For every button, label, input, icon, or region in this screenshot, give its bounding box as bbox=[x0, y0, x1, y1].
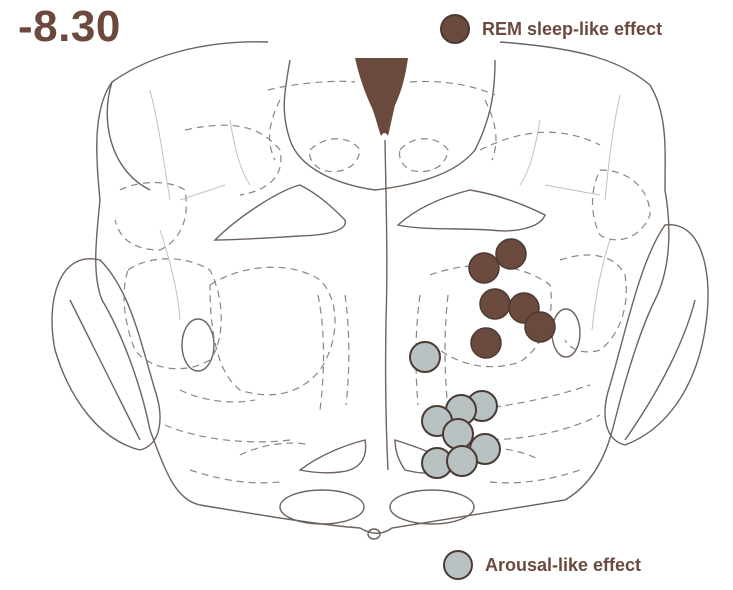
arousal-legend-label: Arousal-like effect bbox=[485, 555, 641, 576]
rem-site bbox=[471, 328, 501, 358]
left-small-triangle bbox=[300, 440, 366, 473]
right-triangle-structure bbox=[398, 190, 545, 231]
rem-site bbox=[469, 253, 499, 283]
arousal-site bbox=[443, 419, 473, 449]
rem-site bbox=[525, 312, 555, 342]
aqueduct bbox=[355, 58, 408, 136]
right-lateral-lobe bbox=[605, 225, 708, 445]
rem-legend-label: REM sleep-like effect bbox=[482, 19, 662, 40]
arousal-legend-marker bbox=[443, 550, 473, 580]
rem-legend-marker bbox=[440, 14, 470, 44]
arousal-sites bbox=[410, 342, 500, 478]
midline-notch bbox=[368, 529, 380, 539]
left-ventral-oval bbox=[280, 490, 364, 524]
arousal-site bbox=[410, 342, 440, 372]
rem-sites bbox=[469, 239, 555, 358]
nuclei-boundaries bbox=[115, 81, 650, 483]
upper-left-curve bbox=[107, 82, 150, 190]
left-oval bbox=[182, 319, 214, 371]
left-triangle-structure bbox=[215, 185, 345, 240]
left-lateral-lobe bbox=[52, 259, 160, 450]
arousal-site bbox=[447, 446, 477, 476]
legend-arousal: Arousal-like effect bbox=[443, 550, 641, 580]
legend-rem: REM sleep-like effect bbox=[440, 14, 662, 44]
left-lateral-inner bbox=[70, 300, 140, 440]
rem-site bbox=[496, 239, 526, 269]
right-ventral-oval bbox=[390, 490, 474, 524]
midline bbox=[385, 140, 388, 470]
section-coordinate-label: -8.30 bbox=[18, 2, 121, 52]
rem-site bbox=[480, 289, 510, 319]
right-lateral-inner bbox=[625, 300, 695, 440]
